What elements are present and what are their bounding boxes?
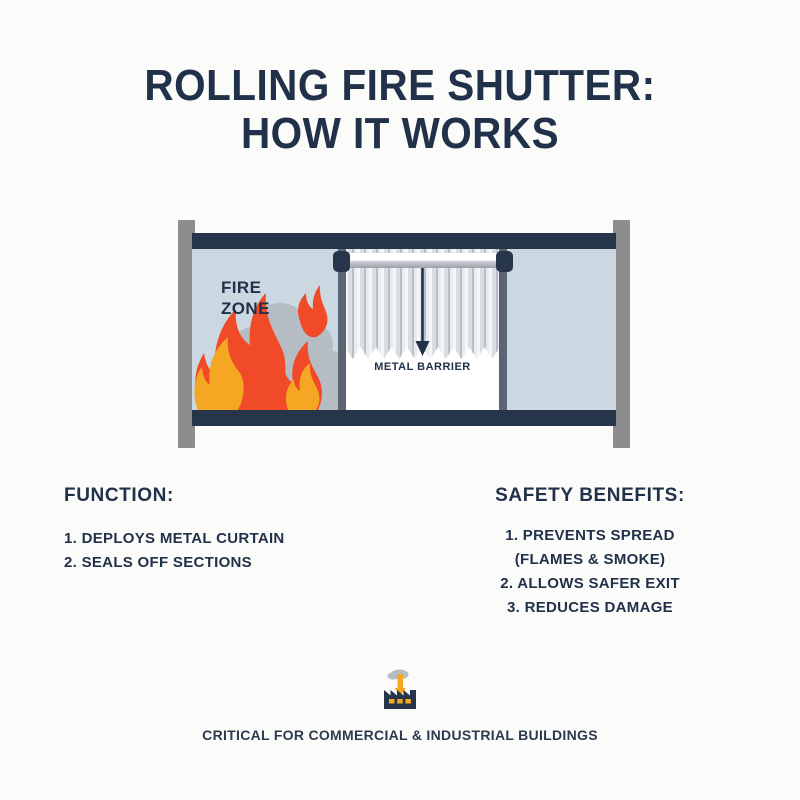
fire-zone-label: FIRE ZONE bbox=[221, 277, 317, 319]
flame-inner bbox=[194, 337, 320, 410]
safety-benefits-heading: SAFETY BENEFITS: bbox=[495, 485, 685, 506]
function-list: 1. DEPLOYS METAL CURTAIN 2. SEALS OFF SE… bbox=[64, 527, 364, 575]
list-item: 1. PREVENTS SPREAD bbox=[505, 527, 675, 544]
page-title: ROLLING FIRE SHUTTER: HOW IT WORKS bbox=[0, 62, 800, 158]
list-item: 2. SEALS OFF SECTIONS bbox=[64, 554, 252, 571]
shutter-guide-rail-left bbox=[338, 249, 346, 410]
shutter-opening: METAL BARRIER bbox=[345, 249, 500, 410]
fire-zone-label-line-1: FIRE bbox=[221, 278, 262, 297]
list-item-subline: (FLAMES & SMOKE) bbox=[514, 551, 666, 568]
title-line-2: HOW IT WORKS bbox=[240, 109, 560, 158]
shutter-guide-rail-right bbox=[499, 249, 507, 410]
headbox-cap-left bbox=[333, 251, 350, 272]
factory-icon bbox=[384, 669, 416, 709]
safety-benefits-list: 1. PREVENTS SPREAD (FLAMES & SMOKE) 2. A… bbox=[440, 524, 740, 620]
deploy-direction-arrow bbox=[415, 261, 430, 356]
ceiling-beam bbox=[192, 233, 616, 249]
wall-column-right bbox=[613, 220, 630, 448]
wall-column-left bbox=[178, 220, 195, 448]
function-section: FUNCTION: 1. DEPLOYS METAL CURTAIN 2. SE… bbox=[64, 485, 364, 575]
headbox-roller-bar bbox=[343, 253, 503, 268]
footer-caption: CRITICAL FOR COMMERCIAL & INDUSTRIAL BUI… bbox=[202, 727, 598, 743]
fire-and-smoke-graphic bbox=[192, 249, 372, 410]
headbox-cap-right bbox=[496, 251, 513, 272]
safety-benefits-section: SAFETY BENEFITS: 1. PREVENTS SPREAD (FLA… bbox=[440, 485, 740, 620]
list-item: 3. REDUCES DAMAGE bbox=[507, 599, 673, 616]
list-item: 1. DEPLOYS METAL CURTAIN bbox=[64, 530, 285, 547]
fire-zone-label-line-2: ZONE bbox=[221, 299, 270, 318]
title-line-1: ROLLING FIRE SHUTTER: bbox=[144, 61, 656, 110]
shutter-headbox bbox=[333, 251, 513, 272]
list-item: 2. ALLOWS SAFER EXIT bbox=[500, 575, 680, 592]
footer: CRITICAL FOR COMMERCIAL & INDUSTRIAL BUI… bbox=[0, 668, 800, 743]
floor-beam bbox=[192, 410, 616, 426]
fire-shutter-diagram: METAL BARRIER FIRE ZONE bbox=[178, 220, 630, 448]
metal-barrier-label: METAL BARRIER bbox=[374, 361, 471, 373]
function-heading: FUNCTION: bbox=[64, 485, 174, 506]
